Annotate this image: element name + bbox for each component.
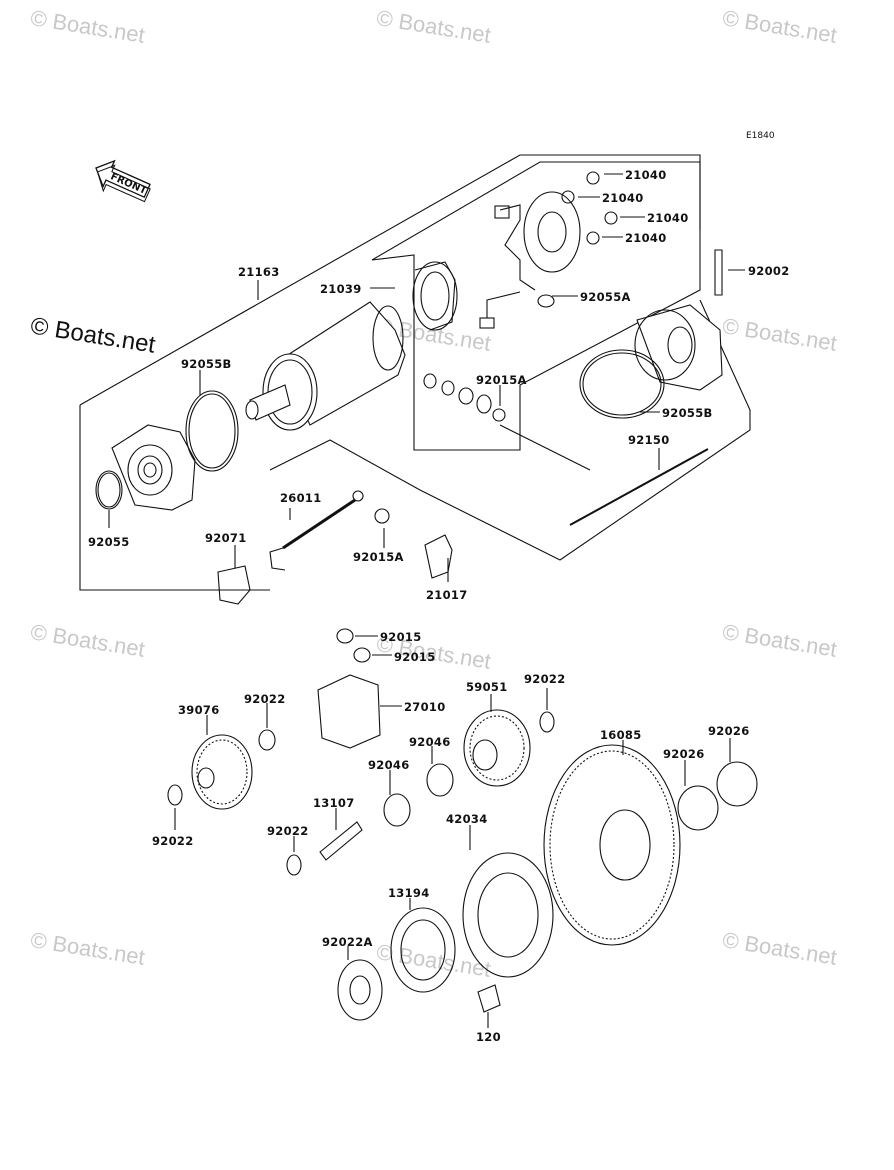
nut-92015-a bbox=[336, 628, 354, 644]
washer-92022-c bbox=[286, 854, 302, 876]
part-label[interactable]: 92022 bbox=[267, 824, 309, 838]
o-ring-92055B-right bbox=[579, 349, 665, 419]
one-way-clutch-housing bbox=[462, 852, 554, 978]
part-label[interactable]: 92015A bbox=[353, 550, 404, 564]
part-label[interactable]: 92046 bbox=[409, 735, 451, 749]
part-label[interactable]: 92026 bbox=[708, 724, 750, 738]
brush-group-frame bbox=[371, 161, 701, 451]
rear-cover bbox=[634, 249, 723, 391]
terminal-boot bbox=[424, 534, 453, 579]
starter-relay bbox=[317, 674, 381, 749]
part-label[interactable]: 92022 bbox=[152, 834, 194, 848]
diagram-code: E1840 bbox=[746, 131, 775, 141]
part-label[interactable]: 16085 bbox=[600, 728, 642, 742]
front-cover bbox=[111, 424, 196, 511]
ring-92026-a bbox=[677, 785, 719, 831]
part-label[interactable]: 26011 bbox=[280, 491, 322, 505]
o-ring-92055A bbox=[537, 294, 555, 308]
one-way-clutch bbox=[390, 907, 456, 993]
bearing-92046-a bbox=[426, 763, 454, 797]
washer-stack bbox=[423, 373, 506, 422]
bolt-120 bbox=[477, 984, 501, 1013]
part-label[interactable]: 92055B bbox=[181, 357, 232, 371]
brush-springs bbox=[561, 171, 618, 245]
part-label[interactable]: 92015 bbox=[380, 630, 422, 644]
part-label[interactable]: 92071 bbox=[205, 531, 247, 545]
brush-holder bbox=[412, 261, 458, 331]
part-label[interactable]: 59051 bbox=[466, 680, 508, 694]
part-label[interactable]: 13194 bbox=[388, 886, 430, 900]
front-arrow-icon: FRONT bbox=[95, 159, 151, 203]
starter-clutch-gear bbox=[543, 744, 681, 946]
part-label[interactable]: 120 bbox=[476, 1030, 501, 1044]
ring-92026-b bbox=[716, 761, 758, 807]
nut-92015A bbox=[374, 508, 390, 524]
starter-idle-gear bbox=[463, 709, 531, 787]
nut-92015-b bbox=[353, 647, 371, 663]
part-label[interactable]: 21017 bbox=[426, 588, 468, 602]
part-label[interactable]: 39076 bbox=[178, 703, 220, 717]
part-label[interactable]: 92055 bbox=[88, 535, 130, 549]
part-label[interactable]: 92046 bbox=[368, 758, 410, 772]
shaft bbox=[319, 821, 363, 861]
washer-92022A bbox=[337, 959, 383, 1021]
through-bolt bbox=[569, 448, 709, 526]
part-label[interactable]: 92015 bbox=[394, 650, 436, 664]
brush-plate bbox=[479, 191, 581, 329]
part-label[interactable]: 92015A bbox=[476, 373, 527, 387]
part-label[interactable]: 92055B bbox=[662, 406, 713, 420]
part-label[interactable]: 21040 bbox=[625, 231, 667, 245]
part-label[interactable]: 92022 bbox=[244, 692, 286, 706]
part-label[interactable]: 92002 bbox=[748, 264, 790, 278]
part-label[interactable]: 92026 bbox=[663, 747, 705, 761]
part-label[interactable]: 42034 bbox=[446, 812, 488, 826]
o-ring-92055B-left bbox=[185, 390, 239, 472]
part-label[interactable]: 21040 bbox=[602, 191, 644, 205]
part-label[interactable]: 13107 bbox=[313, 796, 355, 810]
part-label[interactable]: 21040 bbox=[647, 211, 689, 225]
o-ring-92055 bbox=[95, 470, 123, 510]
part-label[interactable]: 92055A bbox=[580, 290, 631, 304]
bearing-92046-b bbox=[383, 793, 411, 827]
cap bbox=[217, 565, 251, 605]
part-label[interactable]: 92022 bbox=[524, 672, 566, 686]
part-label[interactable]: 21163 bbox=[238, 265, 280, 279]
washer-92022-a bbox=[258, 729, 276, 751]
idle-gear bbox=[191, 734, 253, 810]
cable bbox=[269, 490, 364, 571]
part-label[interactable]: 92150 bbox=[628, 433, 670, 447]
part-label[interactable]: 27010 bbox=[404, 700, 446, 714]
washer-92022-d bbox=[539, 711, 555, 733]
part-label[interactable]: 21039 bbox=[320, 282, 362, 296]
starter-yoke bbox=[245, 301, 406, 431]
washer-92022-b bbox=[167, 784, 183, 806]
part-label[interactable]: 92022A bbox=[322, 935, 373, 949]
part-label[interactable]: 21040 bbox=[625, 168, 667, 182]
